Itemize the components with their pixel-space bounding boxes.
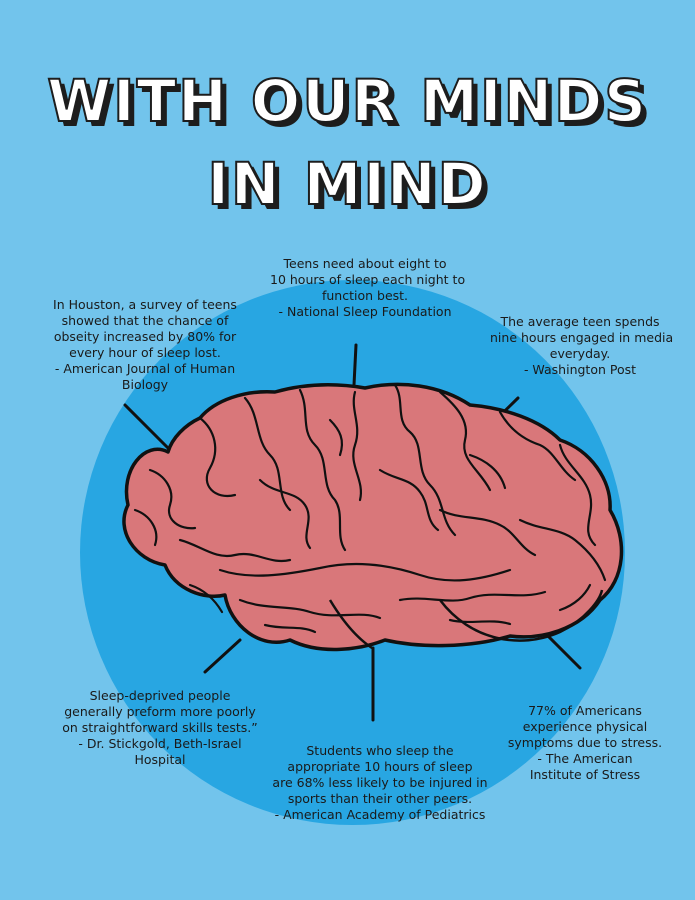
fact-source: Institute of Stress xyxy=(529,767,641,782)
fact-stress: 77% of Americans experience physical sym… xyxy=(500,703,670,783)
fact-source: - National Sleep Foundation xyxy=(278,304,452,319)
fact-source: - The American xyxy=(537,751,633,766)
fact-houston-obesity: In Houston, a survey of teens showed tha… xyxy=(45,297,245,393)
fact-line: In Houston, a survey of teens xyxy=(53,297,237,312)
fact-line: everyday. xyxy=(549,346,611,361)
fact-line: every hour of sleep lost. xyxy=(69,345,221,360)
fact-source: - Washington Post xyxy=(523,362,637,377)
fact-line: Sleep-deprived people xyxy=(89,688,231,703)
fact-line: appropriate 10 hours of sleep xyxy=(287,759,473,774)
fact-line: experience physical xyxy=(522,719,648,734)
fact-line: obseity increased by 80% for xyxy=(53,329,237,344)
pointer-line-top-left xyxy=(123,403,174,454)
fact-line: are 68% less likely to be injured in xyxy=(272,775,488,790)
fact-line: 10 hours of sleep each night to xyxy=(270,272,466,287)
fact-line: Teens need about eight to xyxy=(283,256,447,271)
pointer-line-bottom-left xyxy=(203,638,242,674)
fact-source: - American Academy of Pediatrics xyxy=(274,807,486,822)
fact-line: The average teen spends xyxy=(500,314,660,329)
fact-sleep-deprived: Sleep-deprived people generally preform … xyxy=(55,688,265,768)
fact-line: sports than their other peers. xyxy=(287,791,473,806)
fact-line: generally preform more poorly xyxy=(64,704,256,719)
fact-students-injury: Students who sleep the appropriate 10 ho… xyxy=(270,743,490,823)
fact-line: showed that the chance of xyxy=(61,313,229,328)
poster-title-line-1: WITH OUR MINDS xyxy=(46,67,648,135)
poster-title-line-2: IN MIND xyxy=(206,150,488,218)
fact-teens-sleep: Teens need about eight to 10 hours of sl… xyxy=(270,256,466,320)
fact-source: - American Journal of Human xyxy=(54,361,236,376)
fact-line: function best. xyxy=(321,288,409,303)
fact-media-hours: The average teen spends nine hours engag… xyxy=(490,314,674,378)
fact-source: Biology xyxy=(121,377,169,392)
fact-line: Students who sleep the xyxy=(306,743,454,758)
fact-source: - Dr. Stickgold, Beth-Israel xyxy=(78,736,242,751)
fact-source: Hospital xyxy=(134,752,186,767)
brain-shape xyxy=(122,382,624,652)
fact-line: on straightforward skills tests.” xyxy=(62,720,258,735)
fact-line: symptoms due to stress. xyxy=(507,735,663,750)
fact-line: 77% of Americans xyxy=(528,703,642,718)
fact-line: nine hours engaged in media xyxy=(490,330,674,345)
